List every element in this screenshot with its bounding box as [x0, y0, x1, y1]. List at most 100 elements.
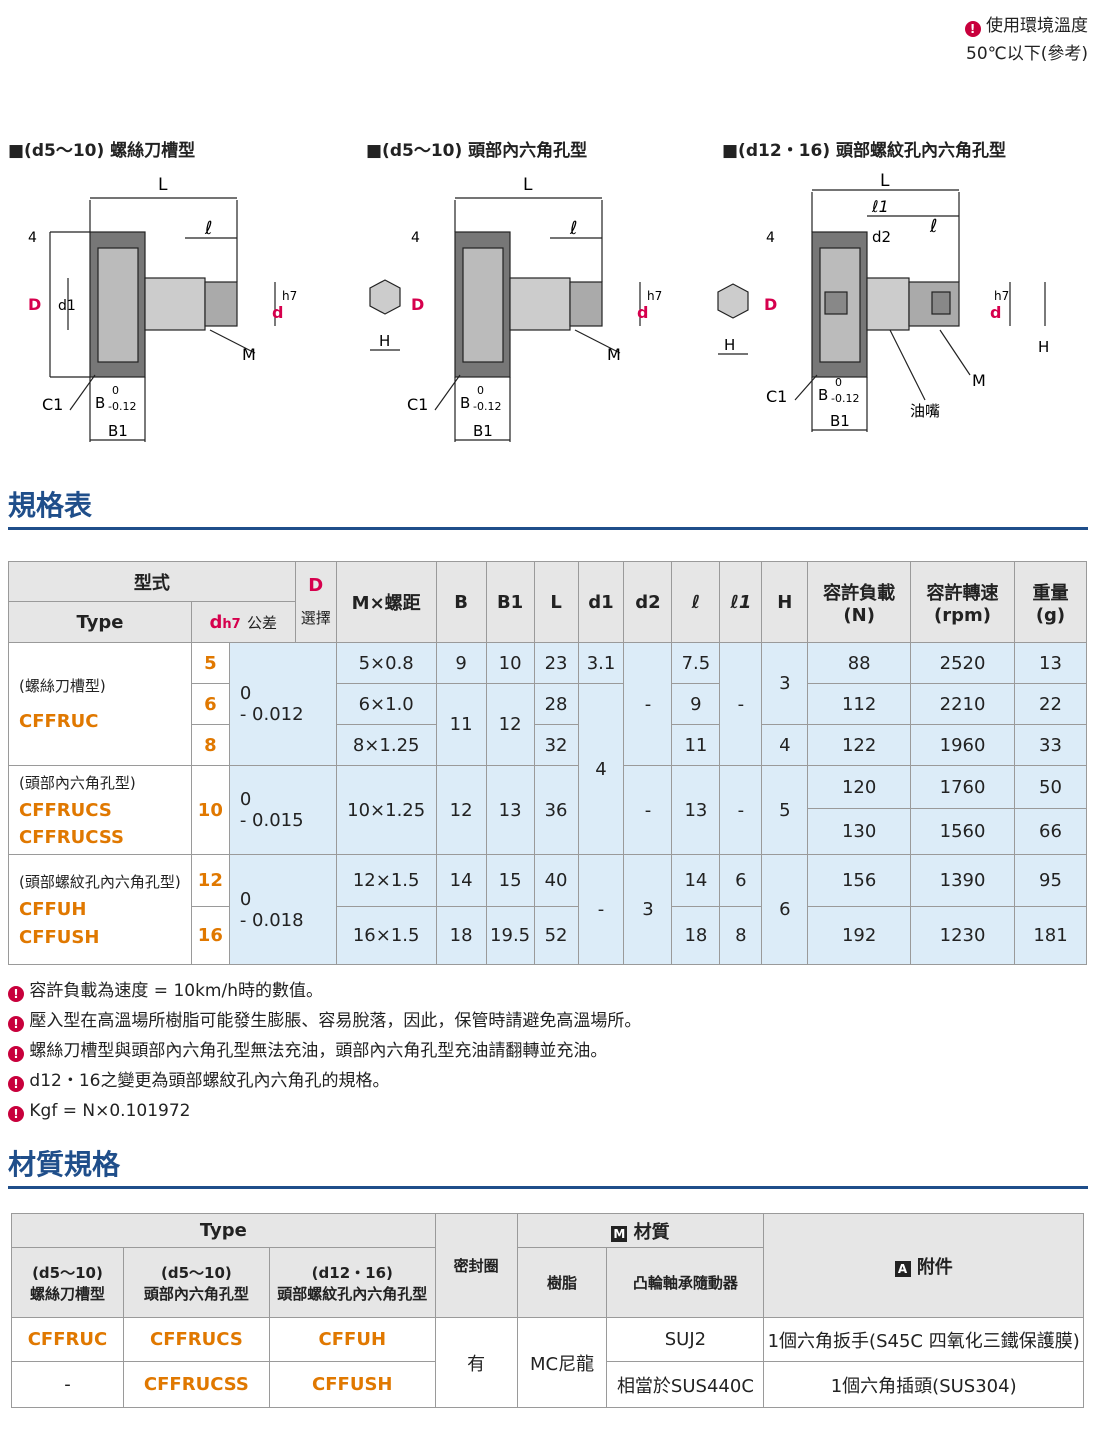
- mat-part: CFFRUC: [11, 1317, 124, 1362]
- warning-icon: !: [964, 21, 981, 37]
- b-val: 11: [435, 683, 487, 766]
- dim-l1: ℓ1: [871, 197, 889, 216]
- tol-bottom: - 0.015: [239, 810, 304, 831]
- dim-4: 4: [411, 230, 420, 246]
- dim-tol-0: 0: [112, 384, 119, 397]
- b-val: 14: [435, 854, 487, 907]
- load-val: 122: [807, 724, 912, 766]
- dim-M: M: [242, 345, 256, 364]
- mat-col3-range: (d12・16): [311, 1263, 393, 1282]
- d-val: 12: [190, 854, 230, 907]
- speed-val: 1230: [910, 906, 1015, 965]
- l-total-val: 32: [533, 724, 579, 766]
- note-item: ! 壓入型在高溫場所樹脂可能發生膨脹、容易脫落，因此，保管時請避免高溫場所。: [8, 1006, 641, 1036]
- hdr-type: Type: [8, 601, 192, 643]
- dim-M: M: [972, 371, 986, 390]
- speed-val: 1560: [910, 808, 1015, 855]
- l-val: 11: [671, 724, 721, 766]
- speed-val: 2210: [910, 683, 1015, 725]
- m-val: 5×0.8: [335, 642, 437, 684]
- dim-tol-neg: -0.12: [831, 392, 859, 405]
- hdr-load: 容許負載: [823, 582, 896, 604]
- mat-hdr-seal: 密封圈: [434, 1213, 518, 1318]
- m-val: 8×1.25: [335, 724, 437, 766]
- speed-val: 1390: [910, 854, 1015, 907]
- l-val: 13: [671, 765, 721, 855]
- dim-oil: 油嘴: [910, 402, 940, 420]
- l-val: 14: [671, 854, 721, 907]
- warning-icon: !: [8, 1016, 24, 1032]
- group-sub-1: (螺絲刀槽型): [19, 677, 106, 695]
- dim-tol-neg: -0.12: [108, 400, 136, 413]
- notes-list: ! 容許負載為速度 = 10km/h時的數值。 ! 壓入型在高溫場所樹脂可能發生…: [8, 976, 641, 1126]
- warning-icon: !: [8, 1046, 24, 1062]
- hdr-form: 型式: [8, 561, 296, 602]
- mat-resin-val: MC尼龍: [516, 1317, 608, 1408]
- dim-H-left: H: [724, 336, 735, 354]
- d2-val: -: [623, 642, 673, 766]
- mat-part: CFFUSH: [268, 1361, 436, 1408]
- weight-val: 33: [1013, 724, 1088, 766]
- section-title-spec: 規格表: [8, 489, 93, 522]
- dim-C1: C1: [42, 395, 63, 414]
- m-val: 16×1.5: [335, 906, 437, 965]
- warning-icon: !: [8, 986, 24, 1002]
- env-value: 50℃以下(參考): [966, 44, 1088, 64]
- tol-bottom: - 0.012: [239, 704, 304, 725]
- dim-D: D: [28, 295, 41, 314]
- dim-d: d: [990, 303, 1001, 322]
- hdr-B1: B1: [485, 561, 535, 643]
- d1-val: -: [577, 854, 625, 965]
- hdr-D: D: [308, 575, 324, 596]
- hdr-l1: ℓ1: [719, 561, 763, 643]
- b1-val: 10: [485, 642, 535, 684]
- mat-part: CFFRUCS: [122, 1317, 270, 1362]
- part-cffruc: CFFRUC: [19, 711, 99, 732]
- load-val: 130: [807, 808, 912, 855]
- note-item: ! Kgf = N×0.101972: [8, 1096, 641, 1126]
- section-rule: [8, 1186, 1088, 1189]
- hdr-h7: h7: [222, 616, 241, 632]
- weight-val: 50: [1013, 765, 1088, 809]
- dim-d2: d2: [872, 228, 891, 246]
- hdr-l: ℓ: [671, 561, 721, 643]
- dim-H: H: [379, 332, 390, 350]
- weight-val: 95: [1013, 854, 1088, 907]
- d2-val: 3: [623, 854, 673, 965]
- speed-val: 1760: [910, 765, 1015, 809]
- b1-val: 13: [485, 765, 535, 855]
- note-item: ! 螺絲刀槽型與頭部內六角孔型無法充油，頭部內六角孔型充油請翻轉並充油。: [8, 1036, 641, 1066]
- h-val: 6: [761, 854, 809, 965]
- dim-L: L: [158, 175, 168, 195]
- m-val: 10×1.25: [335, 765, 437, 855]
- env-temperature: ! 使用環境溫度 50℃以下(參考): [964, 12, 1088, 68]
- mat-hdr-acc: 附件: [916, 1256, 953, 1278]
- l1-val: 8: [719, 906, 763, 965]
- diagram-title-1: ■(d5～10) 螺絲刀槽型: [8, 141, 196, 161]
- l-val: 9: [671, 683, 721, 725]
- weight-val: 13: [1013, 642, 1088, 684]
- mat-bearing-val: SUJ2: [606, 1317, 765, 1362]
- dim-4: 4: [28, 230, 37, 246]
- b1-val: 19.5: [485, 906, 535, 965]
- b1-val: 15: [485, 854, 535, 907]
- l-val: 7.5: [671, 642, 721, 684]
- l-total-val: 28: [533, 683, 579, 725]
- speed-val: 1960: [910, 724, 1015, 766]
- hdr-M: M×螺距: [335, 561, 437, 643]
- dim-B: B: [460, 394, 470, 412]
- dim-h7: h7: [282, 289, 297, 303]
- load-val: 120: [807, 765, 912, 809]
- d1-val: 4: [577, 683, 625, 855]
- tol-top: 0: [239, 683, 252, 704]
- mat-hdr-mat: 材質: [633, 1221, 670, 1243]
- part-cffush: CFFUSH: [19, 926, 100, 948]
- material-icon: M: [611, 1225, 628, 1242]
- part-cffrucss: CFFRUCSS: [19, 826, 124, 848]
- dim-D: D: [764, 295, 777, 314]
- d1-val: 3.1: [577, 642, 625, 684]
- dim-tol-0: 0: [477, 384, 484, 397]
- l1-val: 6: [719, 854, 763, 907]
- b1-val: 12: [485, 683, 535, 766]
- load-val: 112: [807, 683, 912, 725]
